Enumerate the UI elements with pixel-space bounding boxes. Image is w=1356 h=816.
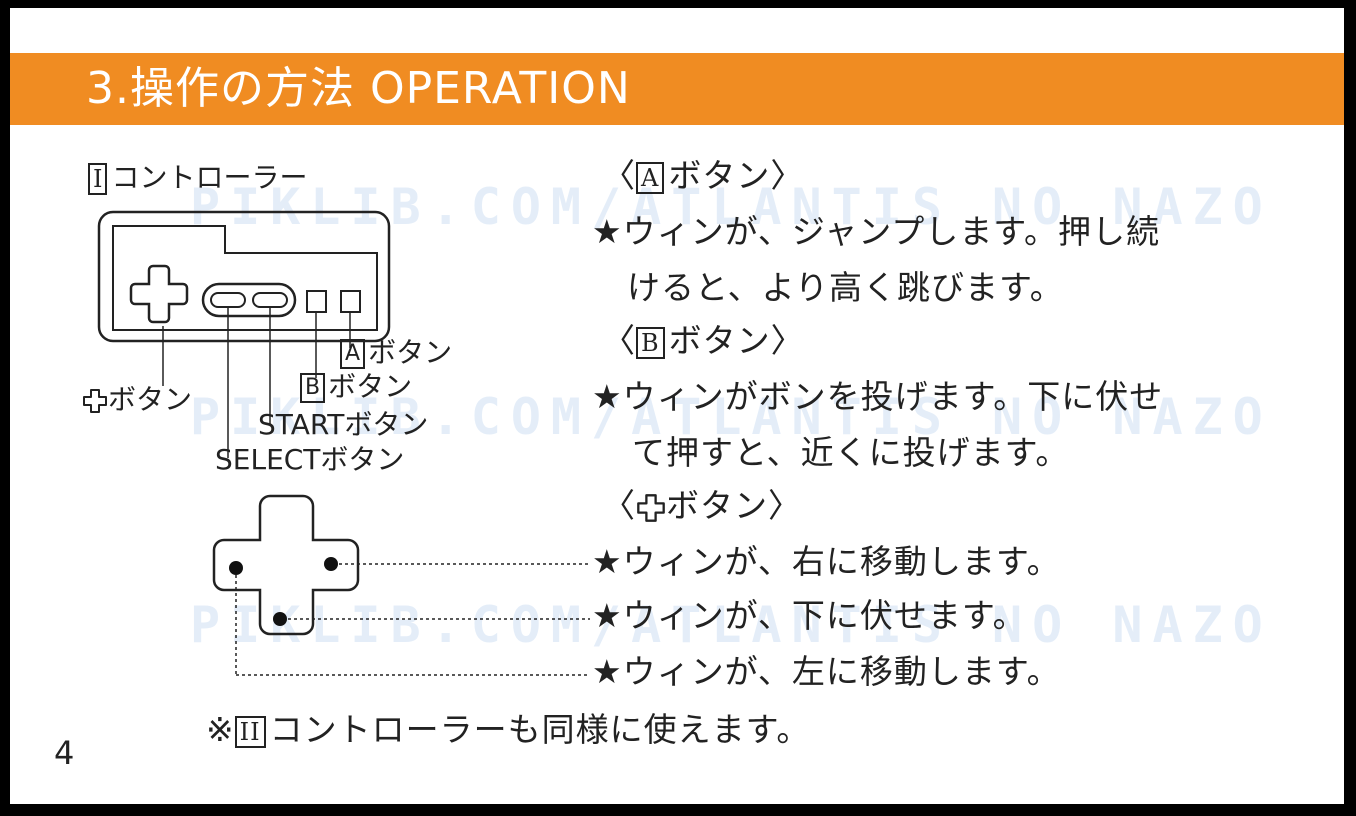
- controller-inner-panel: [112, 225, 378, 331]
- section-banner: 3.操作の方法 OPERATION: [10, 53, 1344, 125]
- controller-heading-text: コントローラー: [111, 161, 308, 194]
- controller-number-box: I: [88, 163, 108, 195]
- dpad-icon: [637, 493, 665, 522]
- dpad-down-dot: [273, 612, 287, 626]
- dpad-button-label: ボタン: [82, 384, 192, 416]
- b-button-icon: [306, 290, 327, 313]
- dpad-right-desc: ★ウィンが、右に移動します。: [592, 542, 1061, 581]
- b-button-desc-line2: て押すと、近くに投げます。: [632, 433, 1070, 472]
- page-number: 4: [54, 734, 75, 772]
- dpad-down-desc: ★ウィンが、下に伏せます。: [592, 596, 1027, 635]
- a-button-desc-line1: ★ウィンが、ジャンプします。押し続: [592, 212, 1160, 251]
- a-button-icon: [340, 290, 361, 313]
- select-button-icon: [210, 292, 246, 308]
- watermark: PIKLIB.COM/ATLANTIS NO NAZO: [190, 178, 1273, 236]
- section-title: 3.操作の方法 OPERATION: [86, 63, 631, 114]
- start-button-icon: [252, 292, 288, 308]
- watermark: PIKLIB.COM/ATLANTIS NO NAZO: [190, 596, 1273, 654]
- watermark: PIKLIB.COM/ATLANTIS NO NAZO: [190, 388, 1273, 446]
- select-button-label: SELECTボタン: [215, 443, 405, 476]
- dpad-left-dot: [229, 561, 243, 575]
- manual-page: PIKLIB.COM/ATLANTIS NO NAZO PIKLIB.COM/A…: [10, 8, 1344, 804]
- a-button-box: A: [636, 161, 665, 194]
- controller-diagram: [97, 210, 590, 676]
- b-button-desc-line1: ★ウィンがボンを投げます。下に伏せ: [592, 377, 1164, 416]
- controller-2-box: II: [234, 715, 266, 748]
- b-button-box: B: [636, 326, 665, 359]
- large-dpad-icon: [212, 494, 360, 636]
- dpad-icon: [129, 264, 189, 324]
- dpad-heading: 〈 ボタン〉: [602, 486, 802, 525]
- a-button-desc-line2: けると、より高く跳びます。: [627, 268, 1064, 307]
- dpad-icon: [83, 389, 107, 413]
- dpad-left-desc: ★ウィンが、左に移動します。: [592, 652, 1061, 691]
- controller-outline-icon: [97, 210, 391, 343]
- start-select-housing: [201, 282, 297, 318]
- dpad-right-dot: [324, 557, 338, 571]
- start-button-label: STARTボタン: [258, 408, 429, 441]
